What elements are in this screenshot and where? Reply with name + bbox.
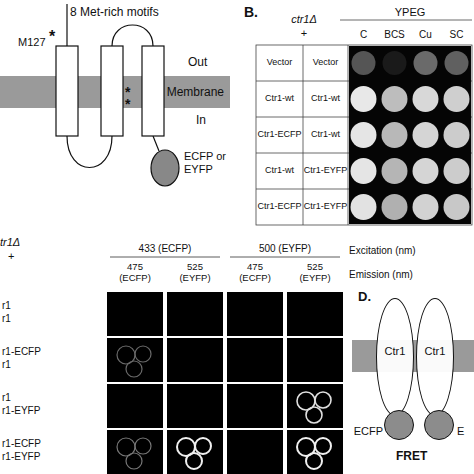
- row-label: r1: [2, 300, 97, 312]
- annotation: 433 (ECFP): [105, 243, 225, 255]
- table-cell: Ctr1-wt: [303, 93, 348, 103]
- annotation: Out: [188, 56, 228, 70]
- membrane-band: Membrane: [0, 76, 230, 108]
- row-label: r1-EYFP: [2, 451, 97, 463]
- annotation: tr1Δ: [0, 236, 40, 249]
- table-cell: Vector: [256, 57, 303, 67]
- annotation: 500 (EYFP): [225, 243, 345, 255]
- row-label: r1-ECFP: [2, 438, 97, 450]
- annotation: YPEG: [348, 6, 472, 19]
- node-text: Membrane: [167, 85, 224, 99]
- annotation: In: [196, 114, 226, 128]
- row-label: r1-EYFP: [2, 405, 97, 417]
- annotation: 475 (ECFP): [117, 262, 153, 284]
- annotation: +: [284, 27, 324, 40]
- annotation: BCS: [379, 29, 410, 41]
- micrograph-grid: [107, 292, 343, 474]
- annotation: FRET: [396, 450, 446, 464]
- row-label: r1: [2, 392, 97, 404]
- annotation: *: [49, 28, 63, 46]
- annotation: +: [8, 250, 28, 263]
- table-cell: Ctr1-ECFP: [256, 129, 303, 139]
- annotation: 525 (EYFP): [297, 262, 333, 284]
- table-cell: Ctr1-ECFP: [256, 201, 303, 211]
- row-label: r1: [2, 359, 97, 371]
- table-cell: Ctr1-EYFP: [303, 201, 348, 211]
- annotation: C: [348, 29, 379, 41]
- table-cell: Vector: [303, 57, 348, 67]
- row-label: r1: [2, 313, 97, 325]
- annotation: B.: [244, 4, 274, 20]
- table-cell: Ctr1-wt: [303, 129, 348, 139]
- annotation: D.: [358, 290, 388, 305]
- annotation: SC: [441, 29, 472, 41]
- node-text: Ctr1: [377, 345, 413, 357]
- ctr1-ellipse: Ctr1: [376, 298, 414, 416]
- annotation: ECFP or EYFP: [184, 150, 226, 175]
- yeast-spots: [349, 46, 471, 224]
- table-cell: Ctr1-wt: [256, 165, 303, 175]
- node-text: ECFP: [354, 425, 383, 437]
- annotation: ctr1Δ: [284, 13, 324, 26]
- ctr1-ellipse: Ctr1: [416, 298, 454, 416]
- annotation: 475 (ECFP): [237, 262, 273, 284]
- annotation: Cu: [410, 29, 441, 41]
- table-cell: Ctr1-EYFP: [303, 165, 348, 175]
- annotation: 8 Met-rich motifs: [70, 6, 210, 20]
- header-rules: [110, 257, 340, 258]
- node-text: E: [457, 425, 464, 437]
- annotation: *: [125, 96, 137, 112]
- node-text: Ctr1: [417, 345, 453, 357]
- annotation: Excitation (nm): [349, 245, 459, 257]
- annotation: Emission (nm): [349, 269, 459, 281]
- row-label: r1-ECFP: [2, 346, 97, 358]
- spot-table: [256, 20, 472, 225]
- ecfp-circle: ECFP: [384, 410, 414, 440]
- eyfp-circle: E: [424, 410, 454, 440]
- table-cell: Ctr1-wt: [256, 93, 303, 103]
- annotation: 525 (EYFP): [177, 262, 213, 284]
